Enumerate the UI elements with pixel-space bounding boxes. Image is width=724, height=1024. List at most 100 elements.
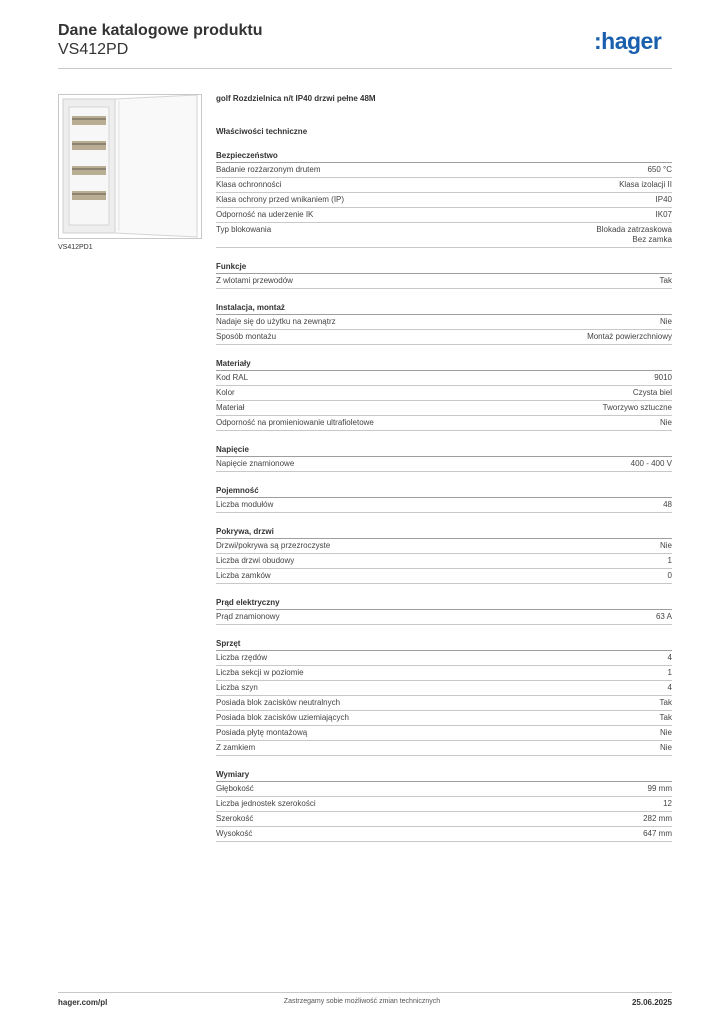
property-row: Prąd znamionowy 63 A [216,610,672,625]
section-title: Bezpieczeństwo [216,150,672,163]
section-title: Materiały [216,358,672,371]
property-value: Nie [659,728,672,737]
property-label: Odporność na uderzenie IK [216,210,314,219]
footer-notice: Zastrzegamy sobie możliwość zmian techni… [283,998,441,1005]
property-row: Liczba modułów 48 [216,498,672,513]
property-label: Z zamkiem [216,743,256,752]
section-title: Pojemność [216,485,672,498]
property-row: Klasa ochrony przed wnikaniem (IP) IP40 [216,193,672,208]
logo-text: :hager [594,29,662,54]
property-row: Odporność na uderzenie IK IK07 [216,208,672,223]
footer-website: hager.com/pl [58,998,108,1007]
property-row: Z zamkiem Nie [216,741,672,756]
footer-divider [58,992,672,993]
property-label: Napięcie znamionowe [216,459,295,468]
product-code: VS412PD [58,41,129,58]
property-label: Liczba drzwi obudowy [216,556,295,565]
property-value: 48 [663,500,672,509]
product-image [58,94,202,239]
product-name: golf Rozdzielnica n/t IP40 drzwi pełne 4… [216,94,376,103]
property-label: Typ blokowania [216,225,272,234]
property-label: Posiada blok zacisków uziemiających [216,713,349,722]
technical-properties-heading: Właściwości techniczne [216,127,308,136]
property-value: Nie [659,541,672,550]
section-title: Instalacja, montaż [216,302,672,315]
property-label: Liczba szyn [216,683,258,692]
property-value: 99 mm [647,784,672,793]
page-header: Dane katalogowe produktu VS412PD [58,22,262,60]
property-value: Nie [659,743,672,752]
property-value: Montaż powierzchniowy [587,332,672,341]
property-row: Nadaje się do użytku na zewnątrz Nie [216,315,672,330]
section-title: Prąd elektryczny [216,597,672,610]
property-label: Nadaje się do użytku na zewnątrz [216,317,336,326]
footer-date: 25.06.2025 [631,998,672,1007]
property-label: Z wlotami przewodów [216,276,293,285]
section-title: Napięcie [216,444,672,457]
property-value: Tworzywo sztuczne [602,403,672,412]
property-value: 1 [667,668,672,677]
cabinet-illustration [62,94,198,238]
property-row: Posiada blok zacisków neutralnych Tak [216,696,672,711]
property-value: Blokada zatrzaskowa Bez zamka [596,225,672,244]
property-label: Drzwi/pokrywa są przezroczyste [216,541,331,550]
property-value: 1 [667,556,672,565]
property-label: Liczba modułów [216,500,274,509]
header-divider [58,68,672,69]
property-row: Typ blokowania Blokada zatrzaskowa Bez za… [216,223,672,248]
property-row: Liczba szyn 4 [216,681,672,696]
property-label: Liczba rzędów [216,653,268,662]
property-label: Klasa ochrony przed wnikaniem (IP) [216,195,345,204]
property-value: 12 [663,799,672,808]
section-title: Pokrywa, drzwi [216,526,672,539]
property-label: Kod RAL [216,373,249,382]
property-row: Odporność na promieniowanie ultrafioleto… [216,416,672,431]
property-value: IK07 [655,210,672,219]
property-row: Szerokość 282 mm [216,812,672,827]
property-value: 4 [667,653,672,662]
property-value: 4 [667,683,672,692]
section-title: Sprzęt [216,638,672,651]
property-label: Szerokość [216,814,254,823]
property-value: 282 mm [643,814,672,823]
property-row: Posiada blok zacisków uziemiających Tak [216,711,672,726]
property-row: Drzwi/pokrywa są przezroczyste Nie [216,539,672,554]
property-row: Materiał Tworzywo sztuczne [216,401,672,416]
property-value: Nie [659,317,672,326]
property-label: Posiada blok zacisków neutralnych [216,698,341,707]
page-title: Dane katalogowe produktu [58,22,263,39]
property-value: 63 A [655,612,672,621]
property-label: Prąd znamionowy [216,612,280,621]
product-details: golf Rozdzielnica n/t IP40 drzwi pełne 4… [216,94,672,855]
property-label: Liczba sekcji w poziomie [216,668,304,677]
section-title: Wymiary [216,769,672,782]
property-label: Posiada płytę montażową [216,728,308,737]
property-value: 650 °C [647,165,672,174]
image-caption: VS412PD1 [58,244,93,251]
property-row: Liczba sekcji w poziomie 1 [216,666,672,681]
property-label: Odporność na promieniowanie ultrafioleto… [216,418,374,427]
property-value: Tak [659,276,672,285]
property-value: Klasa izolacji II [619,180,672,189]
property-value: Tak [659,713,672,722]
property-label: Materiał [216,403,245,412]
property-row: Głębokość 99 mm [216,782,672,797]
property-value: 0 [667,571,672,580]
property-label: Głębokość [216,784,254,793]
property-value: IP40 [655,195,672,204]
property-value: Tak [659,698,672,707]
